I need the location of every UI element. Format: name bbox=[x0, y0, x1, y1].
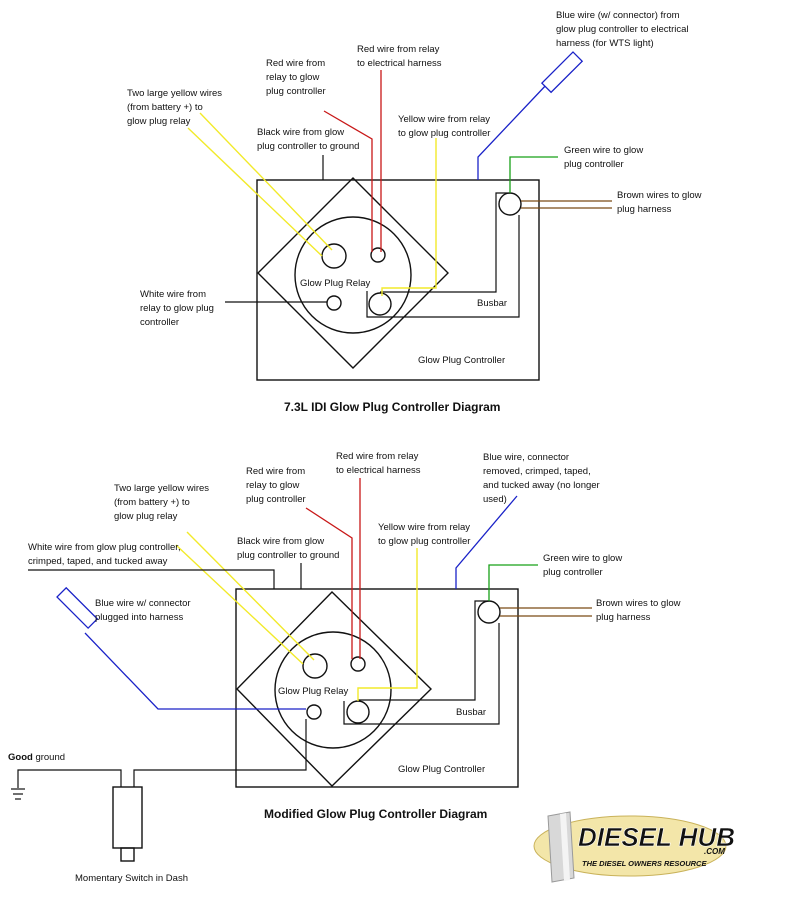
switch-label: Momentary Switch in Dash bbox=[75, 873, 188, 884]
top-busbar-inner bbox=[380, 192, 510, 293]
switch-wire bbox=[133, 719, 307, 787]
bottom-blue-connector bbox=[56, 586, 99, 630]
bottom-controller-box bbox=[235, 588, 519, 788]
top-red-terminal bbox=[370, 247, 386, 263]
bottom-red-wire-controller bbox=[305, 507, 353, 659]
bottom-relay-label: Glow Plug Relay bbox=[278, 686, 348, 697]
bottom-busbar-terminal bbox=[346, 700, 370, 724]
top-blue-connector bbox=[540, 51, 584, 94]
bottom-title: Modified Glow Plug Controller Diagram bbox=[264, 807, 487, 821]
top-relay-circle bbox=[294, 216, 412, 334]
bottom-black-label: Black wire from glow plug controller to … bbox=[237, 536, 339, 561]
bottom-white-terminal bbox=[306, 704, 322, 720]
ground-label: Good ground bbox=[8, 752, 65, 763]
top-green-wire bbox=[509, 156, 558, 193]
bottom-red-controller-label: Red wire from relay to glow plug control… bbox=[246, 466, 308, 505]
top-yellow-wire-1 bbox=[199, 112, 333, 251]
top-controller-box bbox=[256, 179, 540, 381]
bottom-blue-removed-label: Blue wire, connector removed, crimped, t… bbox=[483, 452, 602, 505]
bottom-white-wire bbox=[28, 569, 275, 589]
top-yellow-wire-2 bbox=[187, 127, 323, 257]
top-blue-label: Blue wire (w/ connector) from glow plug … bbox=[556, 10, 691, 49]
diesel-hub-logo: DIESEL HUB .COM THE DIESEL OWNERS RESOUR… bbox=[533, 811, 735, 883]
logo-suffix: .COM bbox=[704, 847, 725, 856]
logo-background bbox=[533, 815, 727, 877]
top-relay-label: Glow Plug Relay bbox=[300, 278, 370, 289]
top-red-harness-label: Red wire from relay to electrical harnes… bbox=[357, 44, 442, 69]
momentary-switch bbox=[112, 786, 143, 849]
bottom-yellow-relay-wire bbox=[357, 548, 418, 701]
bottom-busbar-label: Busbar bbox=[456, 707, 486, 718]
bottom-relay-diamond bbox=[236, 591, 433, 787]
top-yellow-relay-label: Yellow wire from relay to glow plug cont… bbox=[398, 114, 493, 139]
top-title: 7.3L IDI Glow Plug Controller Diagram bbox=[284, 400, 500, 414]
bottom-diagram: Two large yellow wires (from battery +) … bbox=[8, 451, 683, 884]
top-relay-diamond bbox=[257, 177, 449, 369]
bottom-blue-plugged-label: Blue wire w/ connector plugged into harn… bbox=[95, 598, 193, 623]
bottom-yellow-terminal bbox=[302, 653, 328, 679]
bottom-busbar bbox=[343, 623, 500, 725]
top-yellow-relay-wire bbox=[381, 138, 437, 296]
top-brown-label: Brown wires to glow plug harness bbox=[617, 190, 704, 215]
logo-tagline: THE DIESEL OWNERS RESOURCE bbox=[582, 859, 707, 868]
bottom-red-terminal bbox=[350, 656, 366, 672]
bottom-yellow-wire-2 bbox=[175, 544, 304, 665]
bottom-yellow-label: Two large yellow wires (from battery +) … bbox=[114, 483, 212, 522]
top-green-terminal bbox=[498, 192, 522, 216]
top-red-controller-label: Red wire from relay to glow plug control… bbox=[266, 58, 328, 97]
bottom-yellow-wire-1 bbox=[186, 531, 315, 661]
bottom-relay-circle bbox=[274, 631, 392, 749]
logo-brand: DIESEL HUB bbox=[578, 822, 735, 852]
top-diagram: Two large yellow wires (from battery +) … bbox=[127, 10, 704, 414]
top-busbar-terminal bbox=[368, 292, 392, 316]
top-busbar-label: Busbar bbox=[477, 298, 507, 309]
top-green-label: Green wire to glow plug controller bbox=[564, 145, 646, 170]
top-white-terminal bbox=[326, 295, 342, 311]
momentary-switch-button bbox=[120, 847, 135, 862]
bottom-blue-plugged-wire bbox=[84, 632, 306, 710]
bottom-green-label: Green wire to glow plug controller bbox=[543, 553, 625, 578]
logo-pillar-highlight bbox=[560, 813, 570, 881]
bottom-controller-label: Glow Plug Controller bbox=[398, 764, 485, 775]
bottom-green-wire bbox=[488, 564, 538, 601]
bottom-white-label: White wire from glow plug controller, cr… bbox=[28, 542, 183, 567]
top-yellow-label: Two large yellow wires (from battery +) … bbox=[127, 88, 225, 127]
top-yellow-terminal bbox=[321, 243, 347, 269]
bottom-blue-removed-wire bbox=[455, 495, 518, 589]
top-red-wire-controller bbox=[323, 110, 373, 252]
ground-wire bbox=[17, 769, 122, 788]
bottom-busbar-inner bbox=[358, 600, 489, 701]
bottom-red-harness-label: Red wire from relay to electrical harnes… bbox=[336, 451, 421, 476]
top-busbar bbox=[366, 215, 520, 318]
bottom-green-terminal bbox=[477, 600, 501, 624]
top-white-label: White wire from relay to glow plug contr… bbox=[140, 289, 217, 328]
bottom-brown-label: Brown wires to glow plug harness bbox=[596, 598, 683, 623]
top-black-label: Black wire from glow plug controller to … bbox=[257, 127, 359, 152]
bottom-yellow-relay-label: Yellow wire from relay to glow plug cont… bbox=[378, 522, 473, 547]
top-blue-wire bbox=[477, 82, 549, 180]
top-controller-label: Glow Plug Controller bbox=[418, 355, 505, 366]
